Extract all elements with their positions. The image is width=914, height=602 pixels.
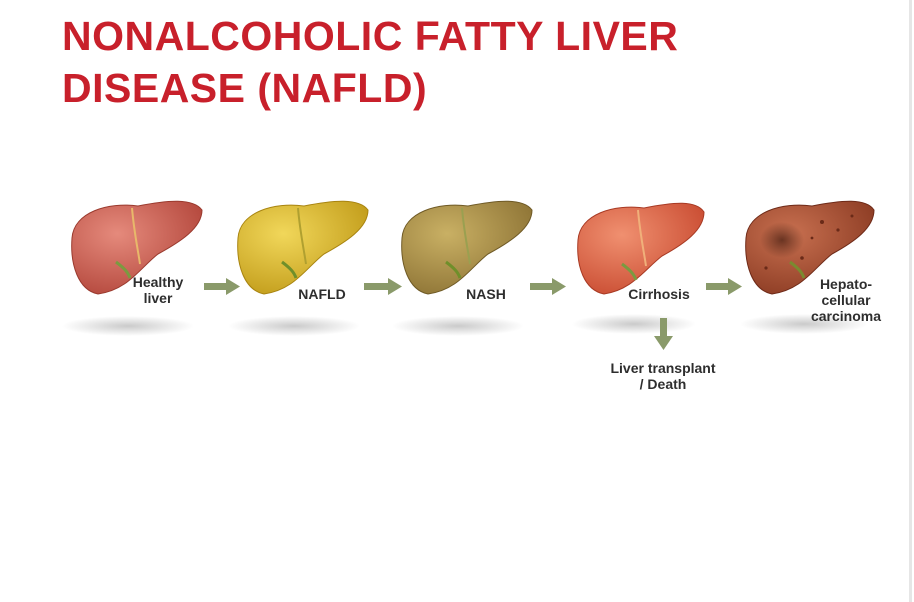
liver-carcinoma — [740, 200, 875, 334]
arrow-nafld-to-nash — [364, 278, 402, 295]
label-healthy-liver: Healthy liver — [132, 274, 184, 306]
arrow-cirrhosis-to-carcinoma — [706, 278, 742, 295]
liver-nafld — [228, 200, 369, 336]
arrow-healthy-to-nafld — [204, 278, 240, 295]
label-transplant-death: Liver transplant / Death — [610, 360, 716, 392]
edge-divider — [909, 0, 912, 602]
liver-healthy — [62, 200, 203, 336]
title-line-1: NONALCOHOLIC FATTY LIVER — [62, 13, 679, 59]
arrow-nash-to-cirrhosis — [530, 278, 566, 295]
liver-nash — [392, 200, 533, 336]
label-nafld: NAFLD — [298, 286, 346, 302]
page-title: NONALCOHOLIC FATTY LIVER DISEASE (NAFLD) — [62, 10, 678, 114]
label-cirrhosis: Cirrhosis — [628, 286, 690, 302]
title-line-2: DISEASE (NAFLD) — [62, 65, 428, 111]
label-hepatocellular-carcinoma: Hepato- cellular carcinoma — [810, 276, 882, 324]
arrow-cirrhosis-to-outcome — [654, 318, 673, 350]
liver-cirrhosis — [572, 202, 705, 334]
label-nash: NASH — [466, 286, 506, 302]
